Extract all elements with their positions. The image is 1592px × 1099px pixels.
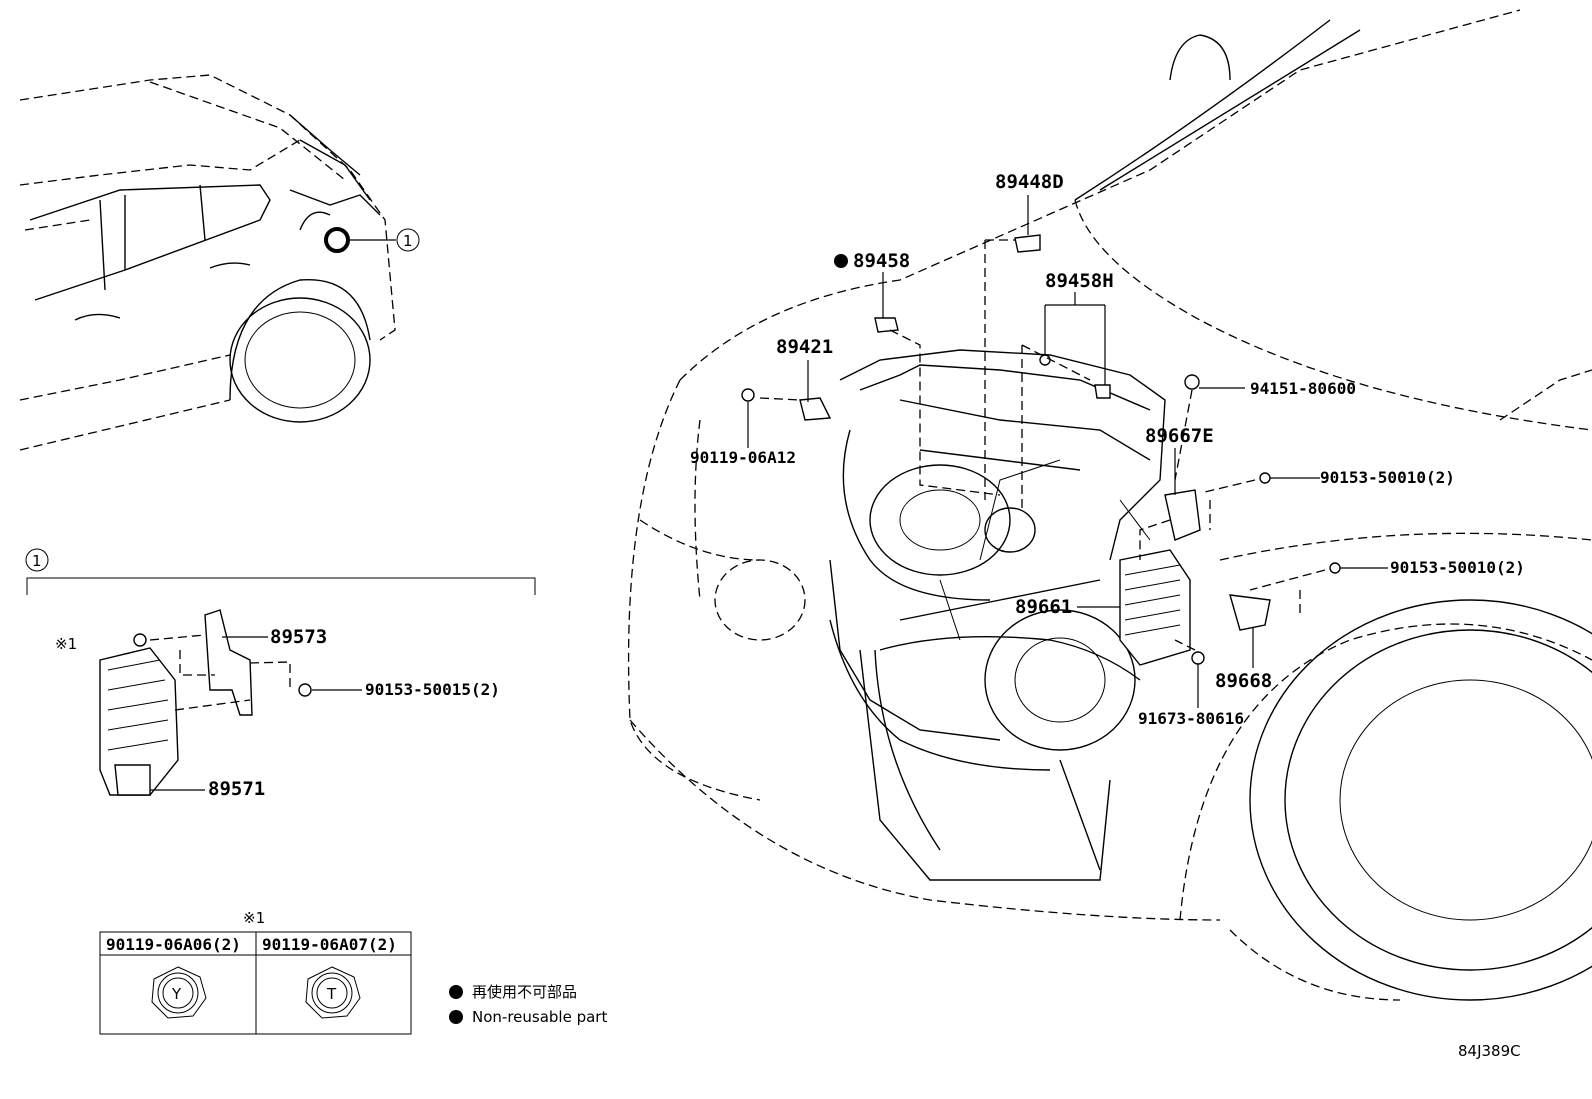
illustration-code: 84J389C — [1458, 1042, 1521, 1060]
label-89573: 89573 — [270, 626, 327, 648]
label-90153-50010-b: 90153-50010(2) — [1390, 558, 1525, 577]
label-89667E: 89667E — [1145, 425, 1214, 447]
bolt-note-table: ※1 90119-06A06(2) 90119-06A07(2) Y T — [99, 909, 412, 1035]
sub-assembly-callout-circle — [25, 548, 49, 572]
table-col1-part: 90119-06A06(2) — [106, 935, 241, 954]
note-marker-bolt: ※1 — [55, 635, 77, 653]
front-vehicle-illustration: 89448D 89458 89458H 89421 90119-06A12 94… — [627, 9, 1592, 1001]
legend-en-text: Non-reusable part — [472, 1008, 607, 1026]
label-89661: 89661 — [1015, 596, 1072, 618]
non-reusable-marker-89458 — [834, 254, 848, 268]
label-89458H: 89458H — [1045, 270, 1114, 292]
bolt-head-t-icon — [305, 966, 361, 1019]
rear-vehicle-illustration: 1 — [19, 74, 420, 451]
label-91673-80616: 91673-80616 — [1138, 709, 1244, 728]
label-94151-80600: 94151-80600 — [1250, 379, 1356, 398]
label-89571: 89571 — [208, 778, 265, 800]
callout-location-circle — [324, 227, 350, 253]
legend-dot-en — [449, 1010, 463, 1024]
label-89458: 89458 — [853, 250, 910, 272]
bolt-symbol-t: T — [326, 985, 337, 1003]
legend: 再使用不可部品 Non-reusable part — [449, 983, 607, 1026]
label-90119-06A12: 90119-06A12 — [690, 448, 796, 467]
label-89448D: 89448D — [995, 171, 1064, 193]
label-90153-50015: 90153-50015(2) — [365, 680, 500, 699]
bolt-symbol-y: Y — [171, 985, 182, 1003]
legend-ja-text: 再使用不可部品 — [472, 983, 577, 1001]
label-90153-50010-a: 90153-50010(2) — [1320, 468, 1455, 487]
callout-number: 1 — [403, 232, 413, 250]
callout-circle-1 — [396, 228, 420, 252]
label-89668: 89668 — [1215, 670, 1272, 692]
table-header-marker: ※1 — [243, 909, 265, 927]
label-89421: 89421 — [776, 336, 833, 358]
bolt-head-y-icon — [151, 966, 207, 1019]
legend-dot-ja — [449, 985, 463, 999]
sub-assembly-detail: 1 ※1 89573 90153-50015(2) 89571 — [25, 548, 536, 800]
table-col2-part: 90119-06A07(2) — [262, 935, 397, 954]
sub-assembly-callout-number: 1 — [32, 552, 42, 570]
